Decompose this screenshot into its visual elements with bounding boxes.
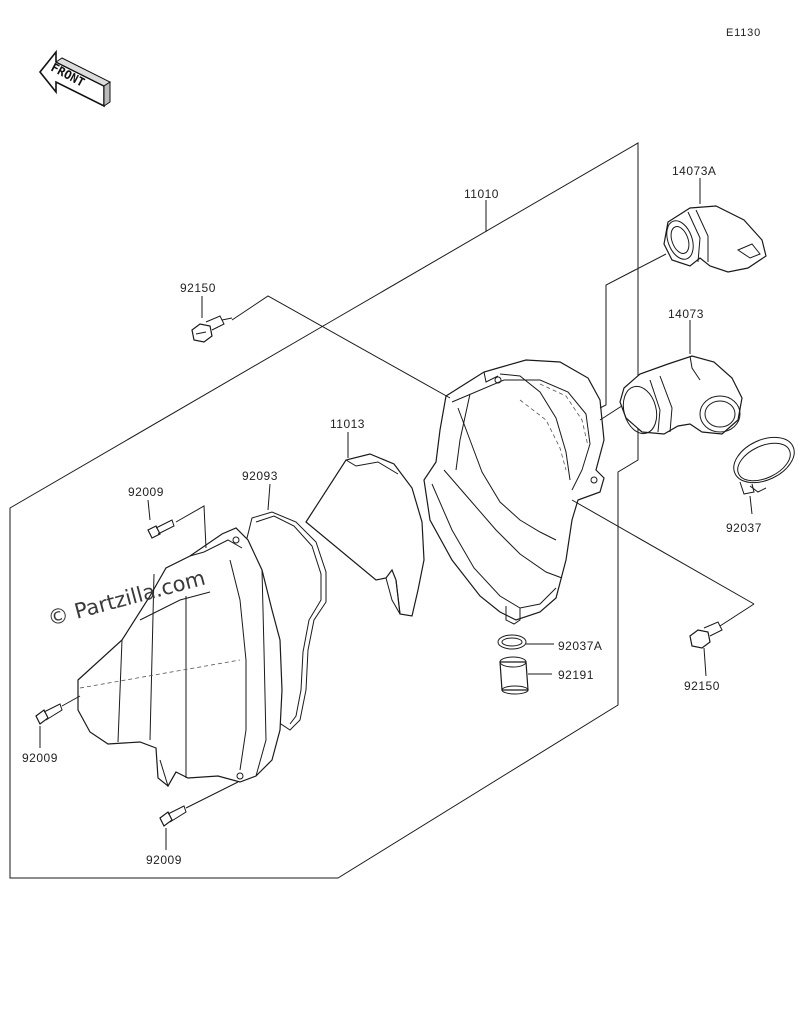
bolt-92009-top bbox=[147, 519, 175, 539]
bolt-92009-bottom bbox=[159, 805, 187, 827]
label-92009-left: 92009 bbox=[22, 751, 58, 765]
duct-14073A bbox=[663, 205, 767, 273]
diagram-code: E1130 bbox=[726, 27, 761, 39]
label-14073: 14073 bbox=[668, 307, 704, 321]
air-cleaner-case bbox=[423, 359, 605, 625]
bolt-92009-left bbox=[35, 703, 63, 725]
clamp-92037 bbox=[733, 436, 795, 495]
label-92037: 92037 bbox=[726, 521, 762, 535]
label-92009-top: 92009 bbox=[128, 485, 164, 499]
bolt-92150-top bbox=[191, 315, 225, 343]
label-92009-bottom: 92009 bbox=[146, 853, 182, 867]
label-92150-right: 92150 bbox=[684, 679, 720, 693]
label-92037A: 92037A bbox=[558, 639, 602, 653]
assembly-outline bbox=[9, 142, 639, 879]
bolt-92150-right bbox=[689, 621, 723, 649]
label-92150-top: 92150 bbox=[180, 281, 216, 295]
label-92093: 92093 bbox=[242, 469, 278, 483]
label-92191: 92191 bbox=[558, 668, 594, 682]
label-11010: 11010 bbox=[464, 187, 499, 201]
filter-element-11013 bbox=[305, 453, 425, 617]
clamp-92037A bbox=[497, 634, 527, 650]
label-11013: 11013 bbox=[330, 417, 365, 431]
label-14073A: 14073A bbox=[672, 164, 716, 178]
air-cleaner-cover bbox=[77, 527, 283, 788]
tube-92191 bbox=[499, 656, 529, 695]
front-arrow-icon: FRONT bbox=[38, 49, 111, 108]
duct-14073 bbox=[619, 355, 743, 435]
